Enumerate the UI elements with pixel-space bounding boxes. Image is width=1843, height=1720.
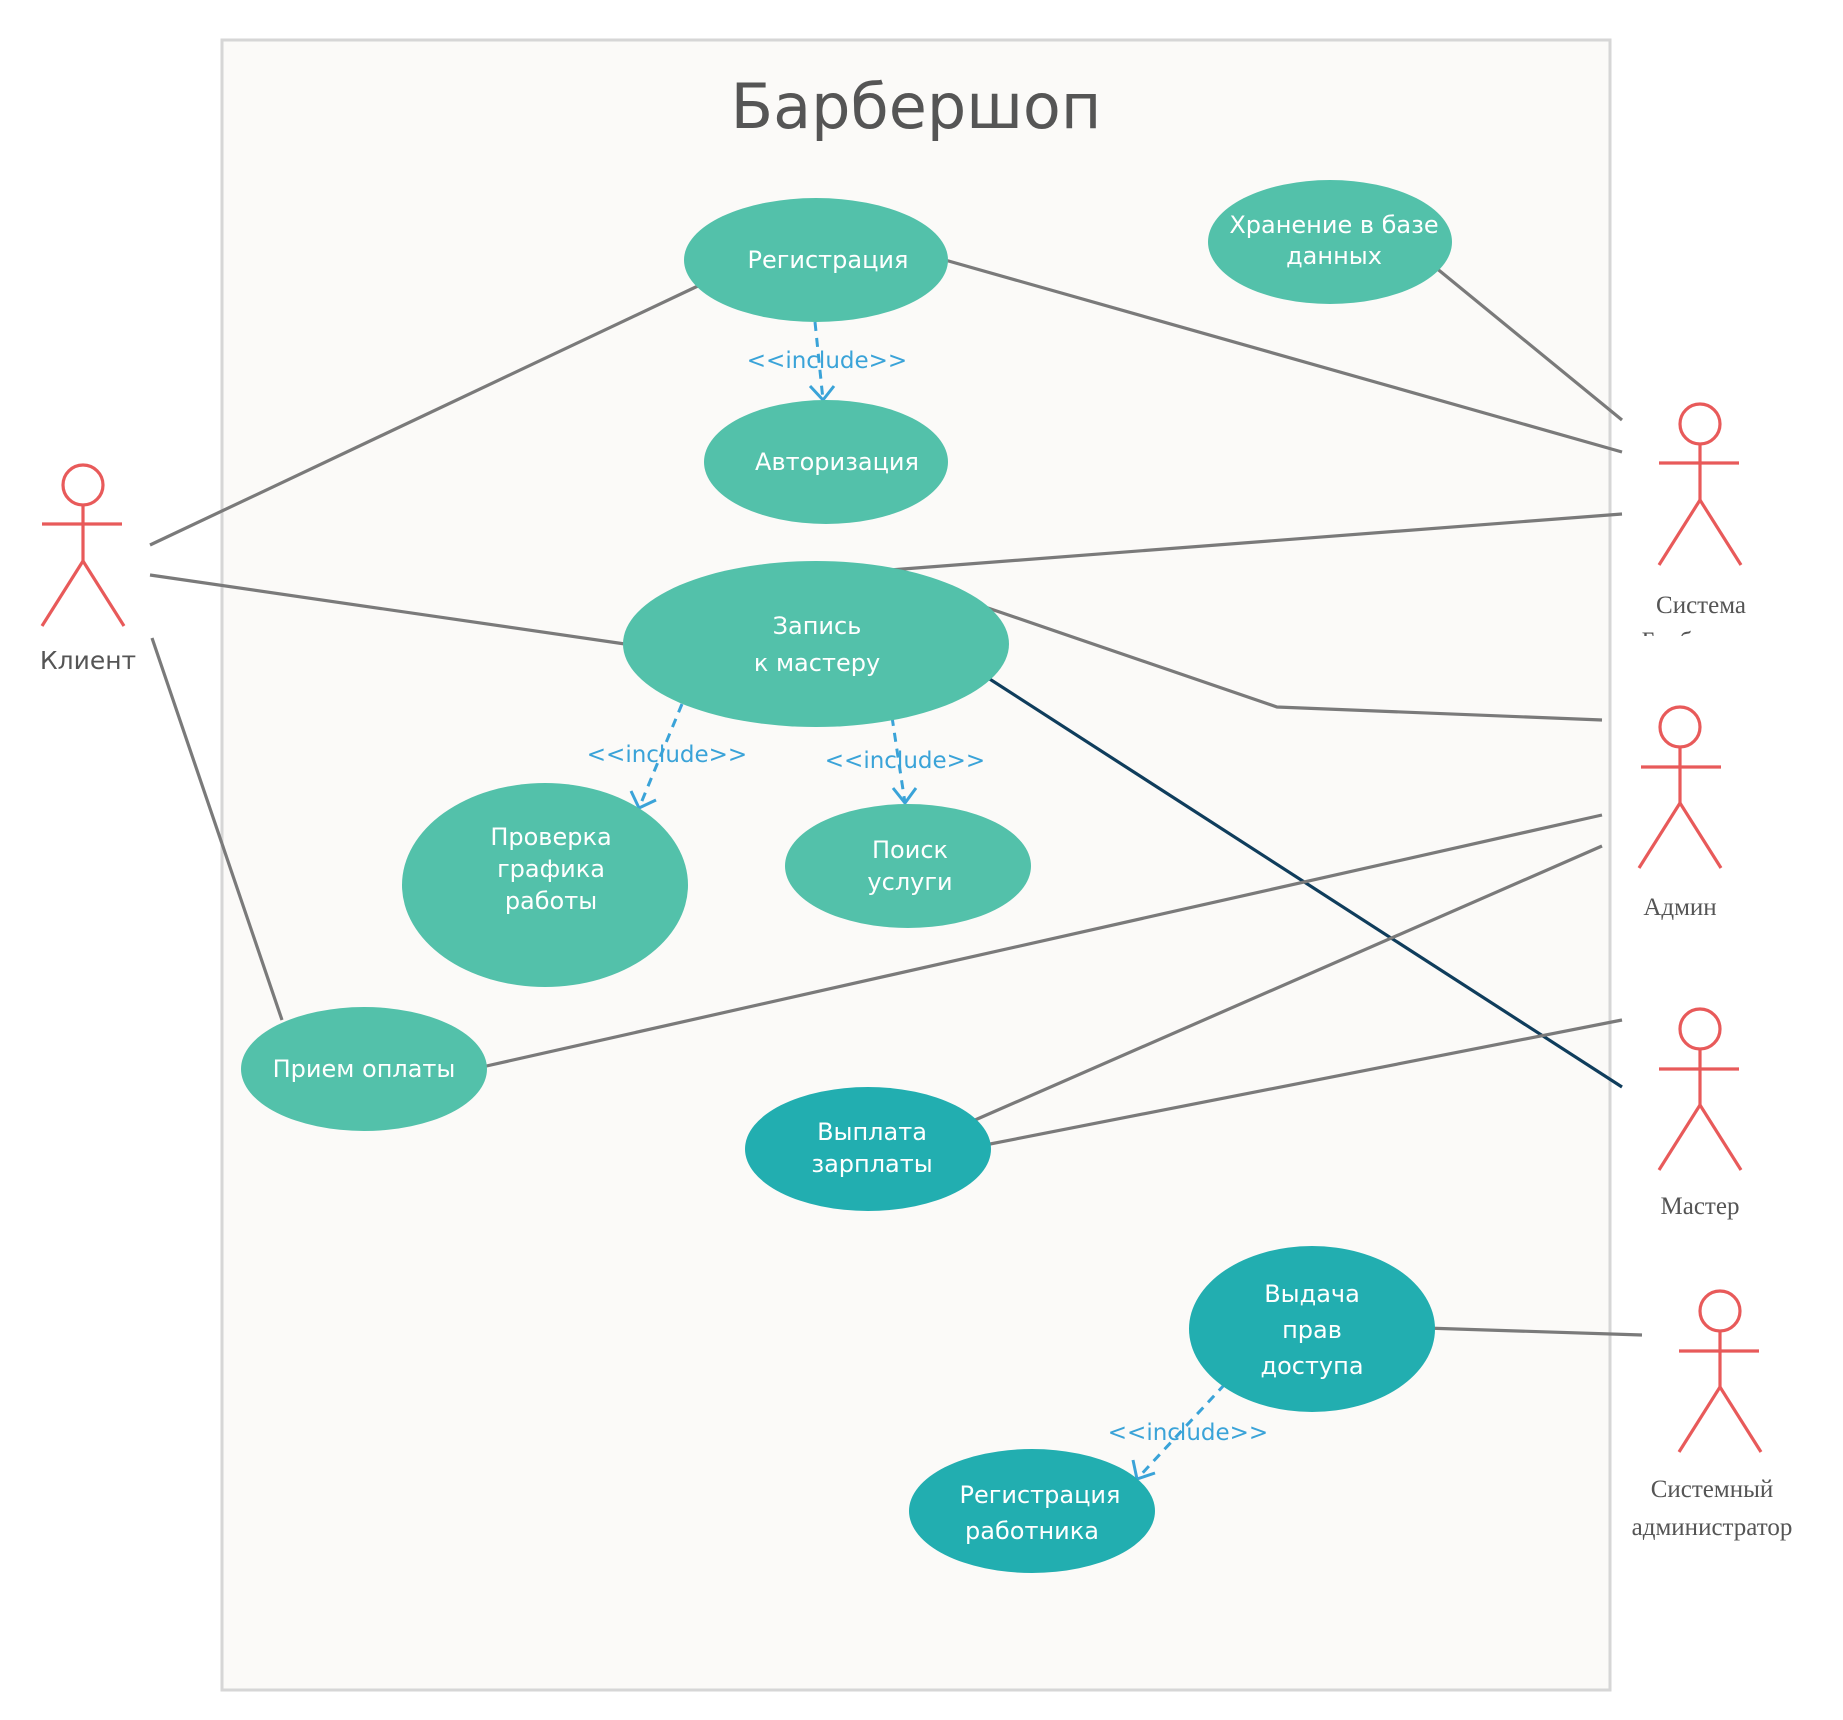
include-line-registration-authorization — [813, 321, 825, 401]
actor-system-figure — [1657, 402, 1743, 566]
assoc-booking-admin — [984, 605, 1603, 722]
include-relations — [629, 321, 1227, 1481]
include-label-registration: <<include>> — [747, 348, 907, 374]
usecase-payment-label: Прием оплаты — [273, 1055, 456, 1083]
actor-client-label: Клиент — [40, 646, 136, 675]
actor-system[interactable]: Система Барбершоп — [1620, 402, 1780, 666]
usecase-authorization[interactable]: Авторизация — [704, 400, 948, 524]
assoc-access-sysadmin — [1424, 1326, 1643, 1337]
assoc-salary-admin — [974, 844, 1603, 1122]
usecase-registration[interactable]: Регистрация — [684, 198, 948, 322]
include-line-booking-search — [890, 716, 907, 804]
usecase-booking[interactable]: Запись к мастеру — [623, 561, 1009, 727]
usecase-salary-label-line1: Выплата — [817, 1118, 927, 1146]
assoc-registration-system — [944, 258, 1623, 454]
usecase-employee-registration-label-line2: работника — [965, 1517, 1099, 1545]
usecase-access-label-line1: Выдача — [1264, 1280, 1360, 1308]
assoc-storage-system — [1433, 265, 1624, 422]
usecase-employee-registration-label-line1: Регистрация — [960, 1481, 1121, 1509]
usecase-employee-registration[interactable]: Регистрация работника — [909, 1449, 1155, 1573]
usecase-schedule-label-line2: графика — [497, 855, 605, 883]
usecase-access-rights[interactable]: Выдача прав доступа — [1189, 1246, 1435, 1412]
include-arrowhead — [891, 787, 918, 806]
actor-admin-label: Админ — [1643, 894, 1716, 921]
usecase-data-storage-label-line2: данных — [1286, 242, 1382, 270]
include-label-schedule: <<include>> — [587, 742, 747, 768]
actor-system-label-mask — [1620, 636, 1780, 666]
usecase-booking-label-line2: к мастеру — [754, 649, 880, 677]
include-arrowhead — [808, 384, 836, 403]
actor-master[interactable]: Мастер — [1657, 1007, 1743, 1220]
usecase-salary-payment[interactable]: Выплата зарплаты — [745, 1087, 991, 1211]
actor-sysadmin[interactable]: Системный администратор — [1632, 1289, 1793, 1541]
assoc-client-registration — [149, 283, 701, 547]
include-line-access-employee-registration — [1135, 1382, 1227, 1481]
actor-master-figure — [1657, 1007, 1743, 1171]
usecase-salary-label-line2: зарплаты — [811, 1150, 932, 1178]
associations — [149, 258, 1643, 1337]
include-arrowhead — [629, 790, 657, 810]
include-line-booking-schedule — [637, 703, 684, 809]
usecase-schedule-check[interactable]: Проверка графика работы — [402, 783, 688, 987]
usecase-service-search[interactable]: Поиск услуги — [785, 804, 1031, 928]
actor-admin[interactable]: Админ — [1637, 705, 1723, 921]
assoc-client-booking — [149, 573, 626, 646]
usecase-search-label-line2: услуги — [867, 868, 952, 896]
include-label-search: <<include>> — [825, 748, 985, 774]
usecase-schedule-label-line1: Проверка — [490, 823, 611, 851]
diagram-title: Барбершоп — [731, 70, 1102, 143]
actor-master-label: Мастер — [1661, 1193, 1740, 1220]
assoc-salary-master — [984, 1018, 1623, 1147]
actor-sysadmin-label-line2: администратор — [1632, 1514, 1793, 1541]
include-label-employee-registration: <<include>> — [1108, 1420, 1268, 1446]
usecase-booking-label-line1: Запись — [773, 612, 862, 640]
usecase-payment[interactable]: Прием оплаты — [241, 1007, 487, 1131]
actor-sysadmin-label-line1: Системный — [1651, 1476, 1774, 1503]
usecase-access-label-line2: прав — [1282, 1316, 1342, 1344]
usecase-data-storage[interactable]: Хранение в базе данных — [1208, 180, 1452, 304]
assoc-payment-admin — [481, 813, 1603, 1069]
usecase-authorization-label: Авторизация — [755, 448, 919, 476]
actor-system-label-line1: Система — [1656, 592, 1746, 619]
usecase-data-storage-label-line1: Хранение в базе — [1229, 211, 1438, 239]
actor-admin-figure — [1637, 705, 1723, 869]
usecase-registration-label: Регистрация — [748, 246, 909, 274]
actor-sysadmin-figure — [1677, 1289, 1763, 1453]
usecase-access-label-line3: доступа — [1260, 1352, 1363, 1380]
assoc-booking-system — [889, 512, 1623, 572]
usecase-schedule-label-line3: работы — [505, 887, 597, 915]
usecase-search-label-line1: Поиск — [872, 836, 948, 864]
assoc-client-payment — [150, 637, 284, 1021]
actor-client-figure — [40, 463, 126, 627]
actor-client[interactable]: Клиент — [40, 463, 136, 675]
